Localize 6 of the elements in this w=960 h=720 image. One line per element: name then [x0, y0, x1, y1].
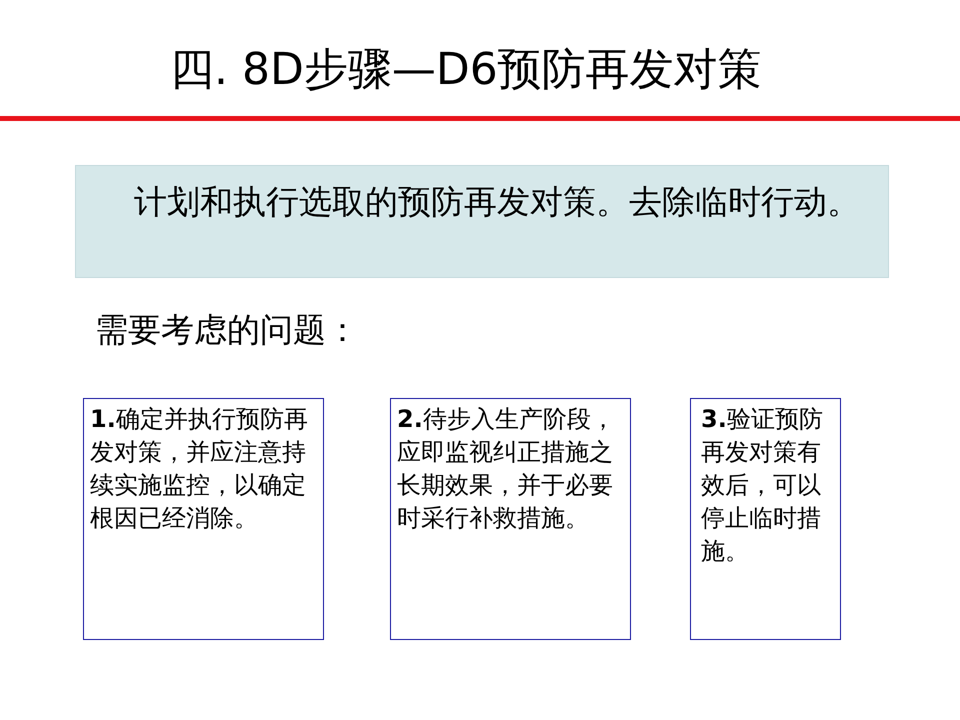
- summary-panel: 计划和执行选取的预防再发对策。去除临时行动。: [75, 165, 889, 278]
- section-heading: 需要考虑的问题：: [95, 309, 359, 351]
- question-box: 1.确定并执行预防再发对策，并应注意持续实施监控，以确定根因已经消除。: [83, 398, 324, 640]
- question-box: 2.待步入生产阶段，应即监视纠正措施之长期效果，并于必要时采行补救措施。: [390, 398, 631, 640]
- slide-title: 四. 8D步骤—D6预防再发对策: [170, 43, 762, 97]
- question-box: 3.验证预防再发对策有效后，可以停止临时措施。: [690, 398, 841, 640]
